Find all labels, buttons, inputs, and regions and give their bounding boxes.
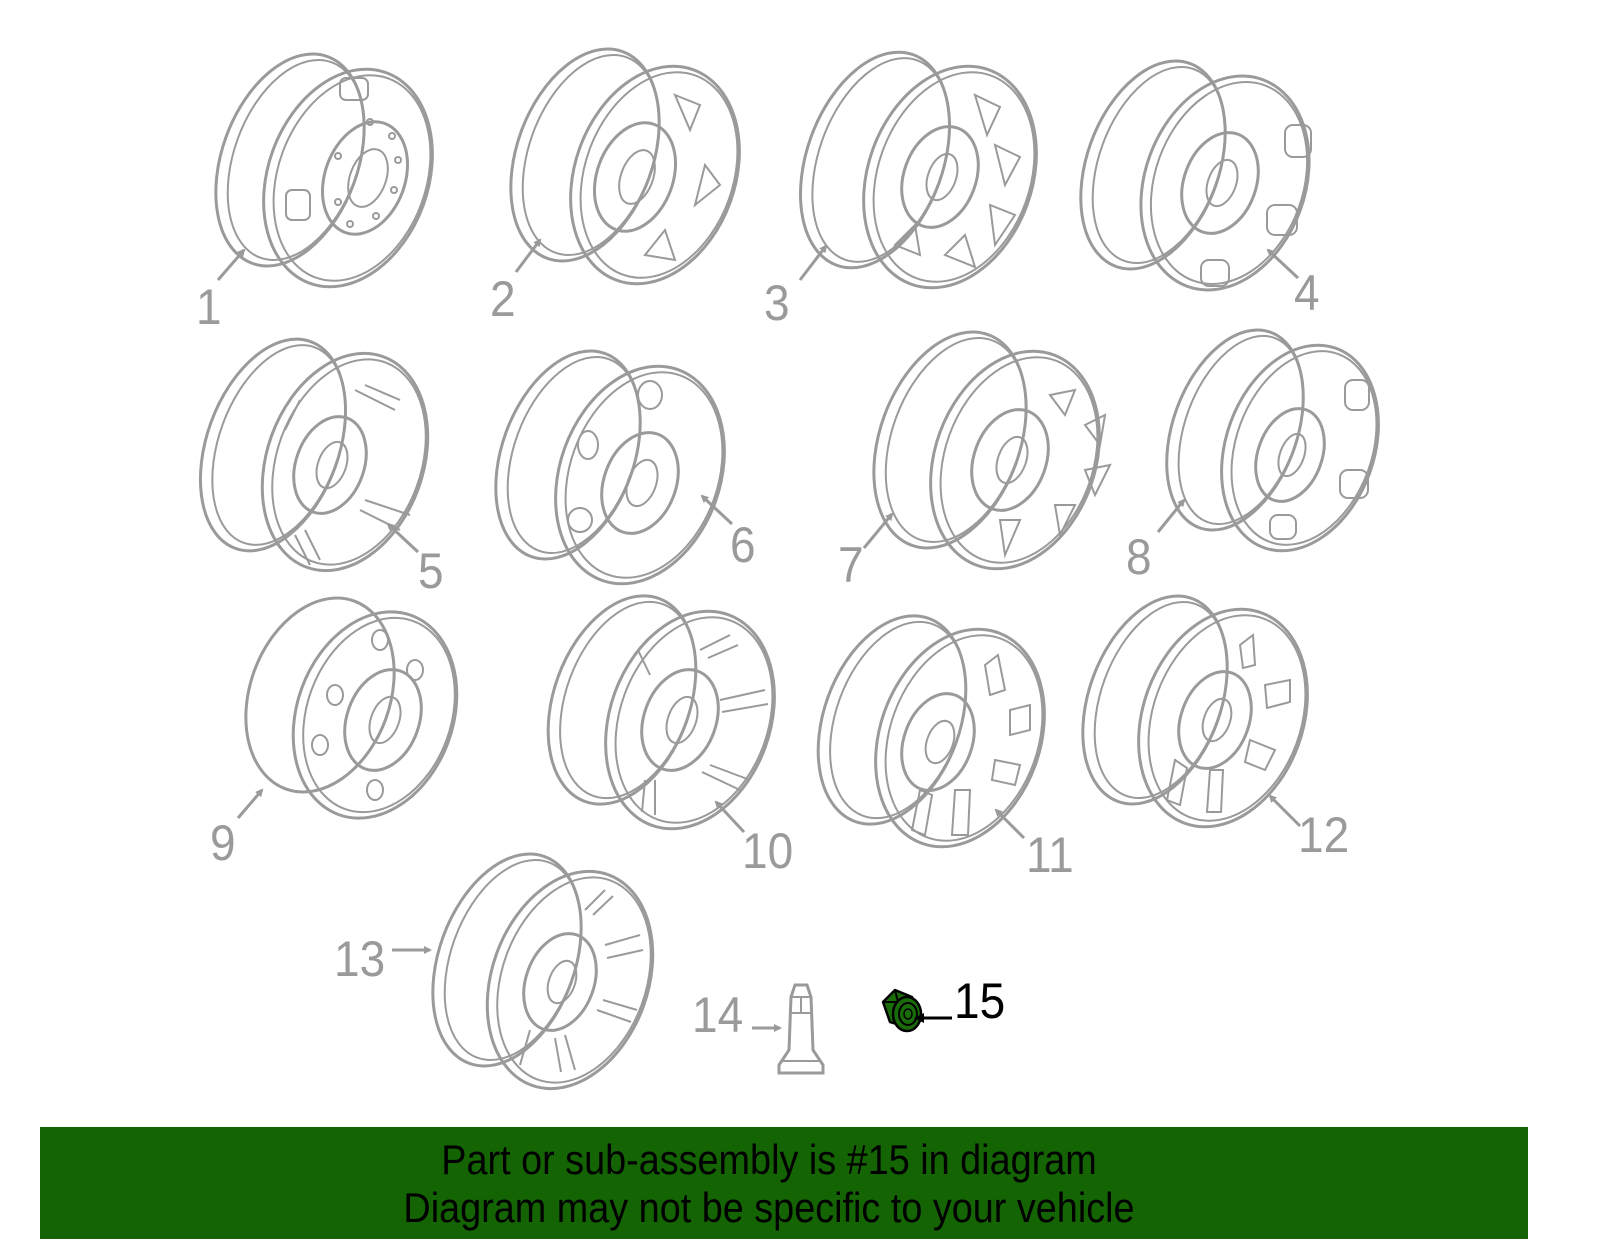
leader-lines <box>216 238 1302 1032</box>
wheel-1[interactable] <box>188 33 461 310</box>
callout-1[interactable]: 1 <box>196 279 222 335</box>
lug-nut-part[interactable] <box>881 988 923 1033</box>
info-banner: Part or sub-assembly is #15 in diagram D… <box>40 1127 1528 1239</box>
wheel-2[interactable] <box>483 28 768 307</box>
valve-stem-part[interactable] <box>777 983 825 1075</box>
banner-part-note: Part or sub-assembly is #15 in diagram <box>441 1136 1097 1183</box>
callout-5[interactable]: 5 <box>418 543 444 599</box>
callout-11[interactable]: 11 <box>1026 827 1074 883</box>
callout-3[interactable]: 3 <box>764 275 790 331</box>
wheel-12[interactable] <box>1056 576 1336 851</box>
wheel-11[interactable] <box>791 595 1073 870</box>
callout-2[interactable]: 2 <box>490 271 516 327</box>
callout-8[interactable]: 8 <box>1126 529 1152 585</box>
wheel-7[interactable] <box>846 311 1129 593</box>
callout-4[interactable]: 4 <box>1294 265 1320 321</box>
wheel-10[interactable] <box>521 575 803 852</box>
wheel-8[interactable] <box>1141 311 1406 573</box>
wheel-13[interactable] <box>405 833 681 1112</box>
callout-6[interactable]: 6 <box>730 517 756 573</box>
callout-12[interactable]: 12 <box>1298 807 1350 863</box>
callout-13[interactable]: 13 <box>334 931 386 987</box>
wheel-4[interactable] <box>1054 41 1338 314</box>
callout-14[interactable]: 14 <box>692 987 744 1043</box>
wheel-6[interactable] <box>469 331 753 608</box>
wheel-9[interactable] <box>220 577 485 841</box>
wheel-3[interactable] <box>773 31 1066 312</box>
wheel-5[interactable] <box>173 319 456 594</box>
callout-9[interactable]: 9 <box>210 815 236 871</box>
callout-10[interactable]: 10 <box>742 823 794 879</box>
banner-disclaimer: Diagram may not be specific to your vehi… <box>403 1184 1135 1231</box>
callout-15[interactable]: 15 <box>954 973 1006 1029</box>
callout-7[interactable]: 7 <box>838 537 864 593</box>
